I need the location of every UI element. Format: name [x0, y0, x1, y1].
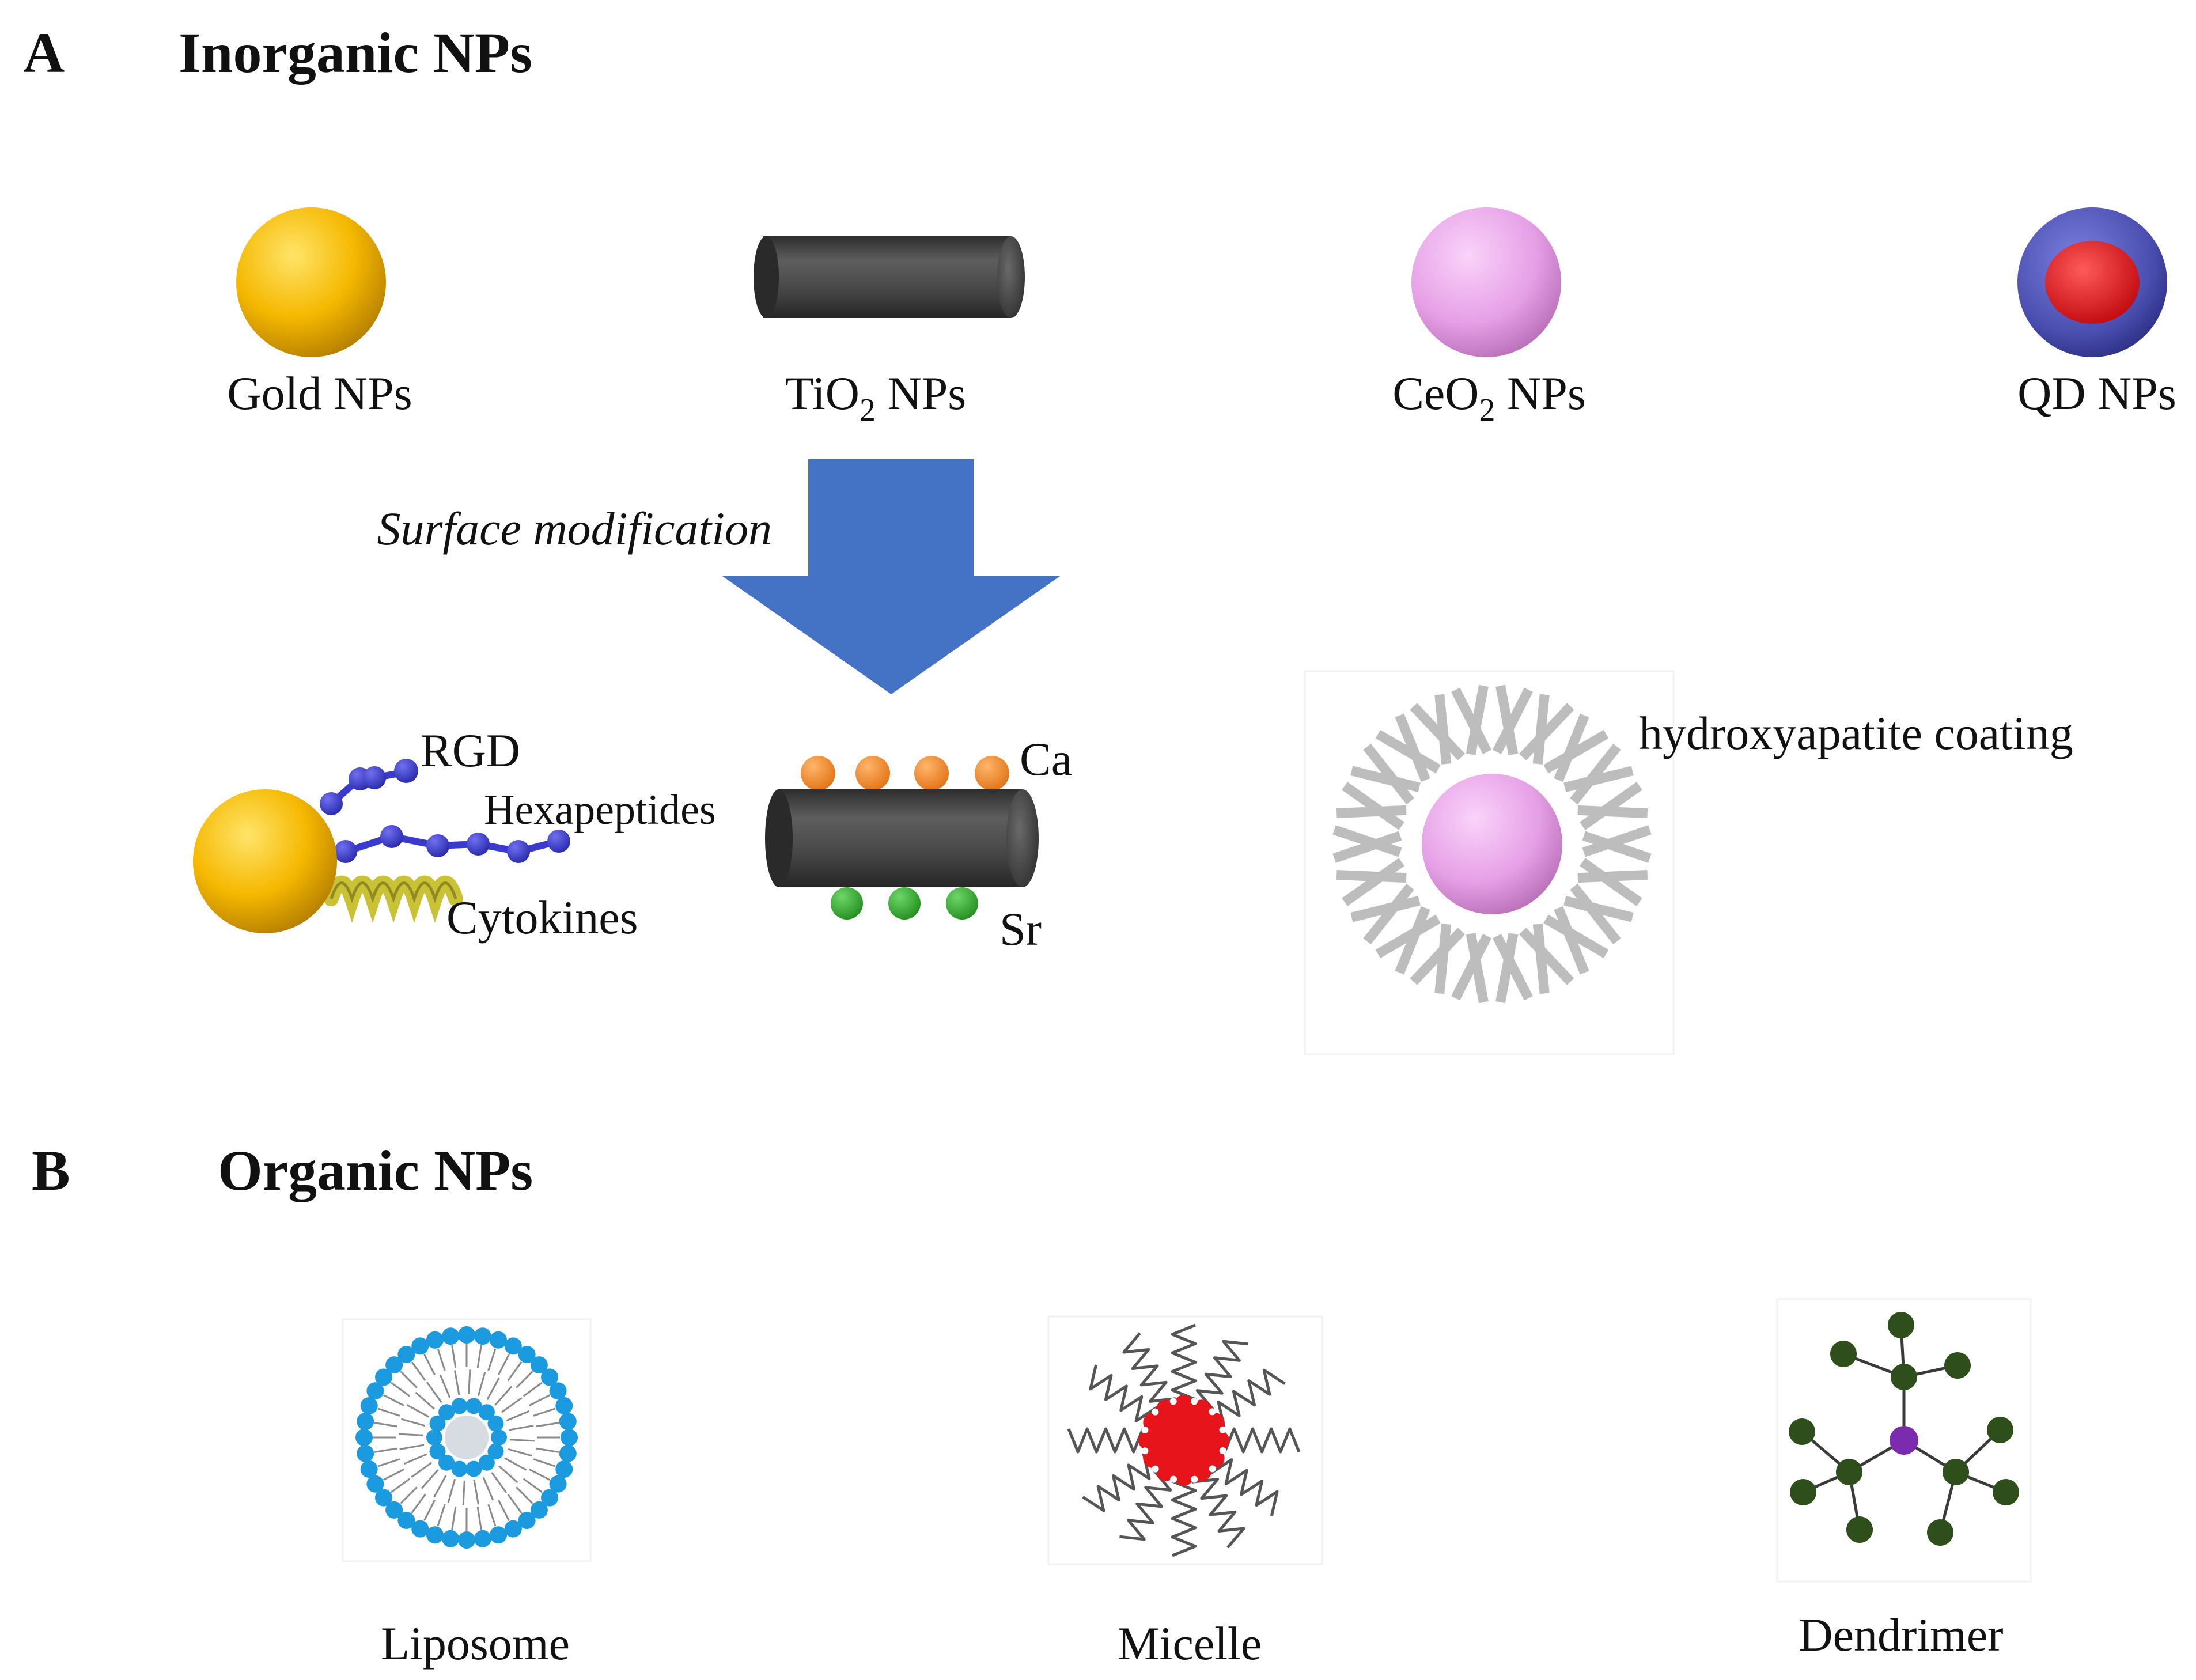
ceo2-suffix: NPs — [1495, 367, 1586, 419]
liposome-outer-layer — [355, 1326, 578, 1549]
hydroxyapatite-coated-ceo2 — [1304, 670, 1675, 1055]
tio2-np-rod — [754, 236, 1025, 318]
hydroxyapatite-crystal-shell — [1332, 684, 1652, 1004]
tio2-np-label: TiO2 NPs — [785, 367, 966, 428]
surface-modification-label: Surface modification — [377, 502, 772, 555]
dendrimer-illustration — [1776, 1298, 2032, 1583]
tio2-prefix: TiO — [785, 367, 860, 419]
tio2-suffix: NPs — [876, 367, 966, 419]
qd-np-core-shell — [2017, 207, 2167, 357]
micelle-hydrophobic-tails — [1067, 1323, 1301, 1557]
panel-b-title: Organic NPs — [218, 1138, 533, 1202]
modified-tio2-rod — [765, 756, 1039, 920]
dendrimer-label: Dendrimer — [1799, 1609, 2003, 1661]
cytokines-label: Cytokines — [446, 891, 638, 944]
ceo2-np-label: CeO2 NPs — [1392, 367, 1586, 428]
micelle-label: Micelle — [1118, 1617, 1262, 1670]
panel-a-title: Inorganic NPs — [179, 21, 532, 85]
strontium-label: Sr — [999, 903, 1042, 955]
ceo2-np-sphere — [1411, 207, 1561, 357]
panel-b-letter: B — [32, 1138, 70, 1202]
gold-np-label: Gold NPs — [227, 367, 412, 419]
surface-modification-arrow — [722, 459, 1060, 694]
gold-np-sphere — [236, 207, 386, 357]
micelle-illustration — [1047, 1315, 1323, 1565]
hexapeptides-label: Hexapeptides — [484, 786, 716, 834]
dendrimer-branches — [1789, 1312, 2019, 1546]
liposome-label: Liposome — [381, 1617, 570, 1670]
panel-a-letter: A — [23, 21, 65, 85]
liposome-inner-layer — [399, 1369, 535, 1505]
ceo2-prefix: CeO — [1392, 367, 1479, 419]
micelle-core — [1138, 1395, 1229, 1486]
tio2-subscript: 2 — [860, 392, 876, 428]
liposome-illustration — [342, 1318, 592, 1562]
calcium-label: Ca — [1020, 733, 1072, 785]
rgd-label: RGD — [421, 724, 520, 777]
qd-np-label: QD NPs — [2017, 367, 2176, 419]
modified-gold-np — [193, 759, 570, 933]
ceo2-subscript: 2 — [1479, 392, 1495, 428]
hydroxyapatite-label: hydroxyapatite coating — [1639, 707, 2073, 759]
